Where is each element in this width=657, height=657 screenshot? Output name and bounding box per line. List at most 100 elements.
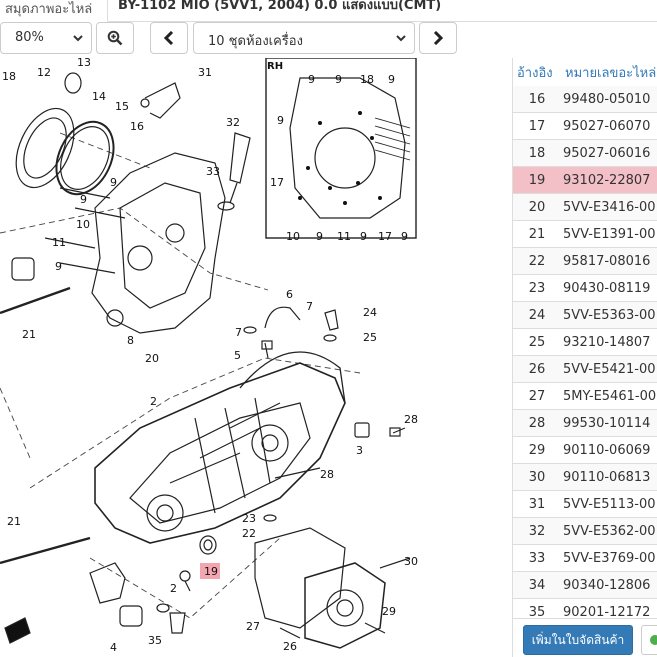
next-diagram-button[interactable] [419, 22, 457, 54]
svg-text:35: 35 [148, 634, 162, 647]
row-ref: 26 [528, 361, 546, 377]
table-row[interactable]: 32 5VV-E5362-00 [513, 518, 657, 545]
svg-text:24: 24 [363, 306, 377, 319]
svg-text:9: 9 [80, 193, 87, 206]
svg-text:9: 9 [401, 230, 408, 243]
svg-text:30: 30 [404, 555, 418, 568]
row-part-number: 5VV-E5113-00 [563, 496, 656, 512]
row-part-number: 5VV-E1391-00 [563, 226, 656, 242]
chevron-down-icon [73, 35, 83, 42]
row-part-number: 5VV-E3769-00 [563, 550, 656, 566]
svg-text:7: 7 [235, 326, 242, 339]
row-part-number: 90201-12172 [563, 604, 651, 620]
svg-text:6: 6 [286, 288, 293, 301]
svg-text:14: 14 [92, 90, 106, 103]
row-ref: 25 [528, 334, 546, 350]
table-row[interactable]: 33 5VV-E3769-00 [513, 545, 657, 572]
row-ref: 35 [528, 604, 546, 620]
svg-text:8: 8 [127, 334, 134, 347]
svg-text:2: 2 [150, 395, 157, 408]
row-part-number: 5VV-E3416-00 [563, 199, 656, 215]
table-row[interactable]: 30 90110-06813 [513, 464, 657, 491]
parts-table-header: อ้างอิง หมายเลขอะไหล่ [513, 58, 657, 88]
row-ref: 33 [528, 550, 546, 566]
svg-text:11: 11 [52, 236, 66, 249]
svg-text:9: 9 [388, 73, 395, 86]
row-ref: 29 [528, 442, 546, 458]
row-ref: 18 [528, 145, 546, 161]
svg-text:10: 10 [286, 230, 300, 243]
svg-text:12: 12 [37, 66, 51, 79]
chevron-down-icon [396, 35, 406, 42]
svg-text:9: 9 [360, 230, 367, 243]
row-ref: 24 [528, 307, 546, 323]
svg-text:9: 9 [308, 73, 315, 86]
svg-text:27: 27 [246, 620, 260, 633]
chevron-left-icon [163, 31, 174, 45]
svg-text:28: 28 [404, 413, 418, 426]
top-tab-strip: สมุดภาพอะไหล่ BY-1102 MIO (5VV1, 2004) 0… [0, 0, 657, 22]
svg-text:32: 32 [226, 116, 240, 129]
row-part-number: 90110-06069 [563, 442, 651, 458]
add-to-order-button[interactable]: เพิ่มในใบจัดสินค้า [523, 625, 633, 655]
callout-19: 19 [204, 565, 218, 578]
svg-text:9: 9 [335, 73, 342, 86]
row-ref: 23 [528, 280, 546, 296]
svg-text:15: 15 [115, 100, 129, 113]
svg-text:9: 9 [110, 176, 117, 189]
header-part-number[interactable]: หมายเลขอะไหล่ [565, 65, 657, 81]
tab-parts-catalog[interactable]: สมุดภาพอะไหล่ [0, 0, 108, 22]
svg-text:29: 29 [382, 605, 396, 618]
svg-text:21: 21 [7, 515, 21, 528]
row-ref: 27 [528, 388, 546, 404]
svg-text:25: 25 [363, 331, 377, 344]
row-part-number: 5VV-E5362-00 [563, 523, 656, 539]
row-ref: 30 [528, 469, 546, 485]
svg-text:17: 17 [378, 230, 392, 243]
previous-diagram-button[interactable] [150, 22, 188, 54]
table-row[interactable]: 29 90110-06069 [513, 437, 657, 464]
toolbar: 80% 10 ชุดห้องเครื่อง [0, 22, 657, 58]
row-part-number: 93210-14807 [563, 334, 651, 350]
svg-text:28: 28 [320, 468, 334, 481]
header-ref[interactable]: อ้างอิง [517, 65, 553, 81]
row-part-number: 95027-06070 [563, 118, 651, 134]
zoom-in-button[interactable] [96, 22, 134, 54]
svg-text:2: 2 [170, 582, 177, 595]
svg-text:5: 5 [234, 349, 241, 362]
table-row[interactable]: 25 93210-14807 [513, 329, 657, 356]
cart-icon[interactable] [641, 625, 657, 655]
chevron-right-icon [433, 31, 444, 45]
zoom-select[interactable]: 80% [0, 22, 92, 54]
svg-text:18: 18 [360, 73, 374, 86]
svg-text:9: 9 [277, 114, 284, 127]
row-ref: 19 [528, 172, 546, 188]
svg-text:26: 26 [283, 640, 297, 653]
row-part-number: 90110-06813 [563, 469, 651, 485]
row-ref: 32 [528, 523, 546, 539]
parts-table-footer: เพิ่มในใบจัดสินค้า [513, 618, 657, 657]
svg-text:9: 9 [316, 230, 323, 243]
svg-text:21: 21 [22, 328, 36, 341]
row-ref: 16 [528, 91, 546, 107]
svg-text:7: 7 [306, 300, 313, 313]
diagram-select[interactable]: 10 ชุดห้องเครื่อง [193, 22, 415, 54]
callout-19-highlight[interactable]: 19 [200, 563, 220, 579]
